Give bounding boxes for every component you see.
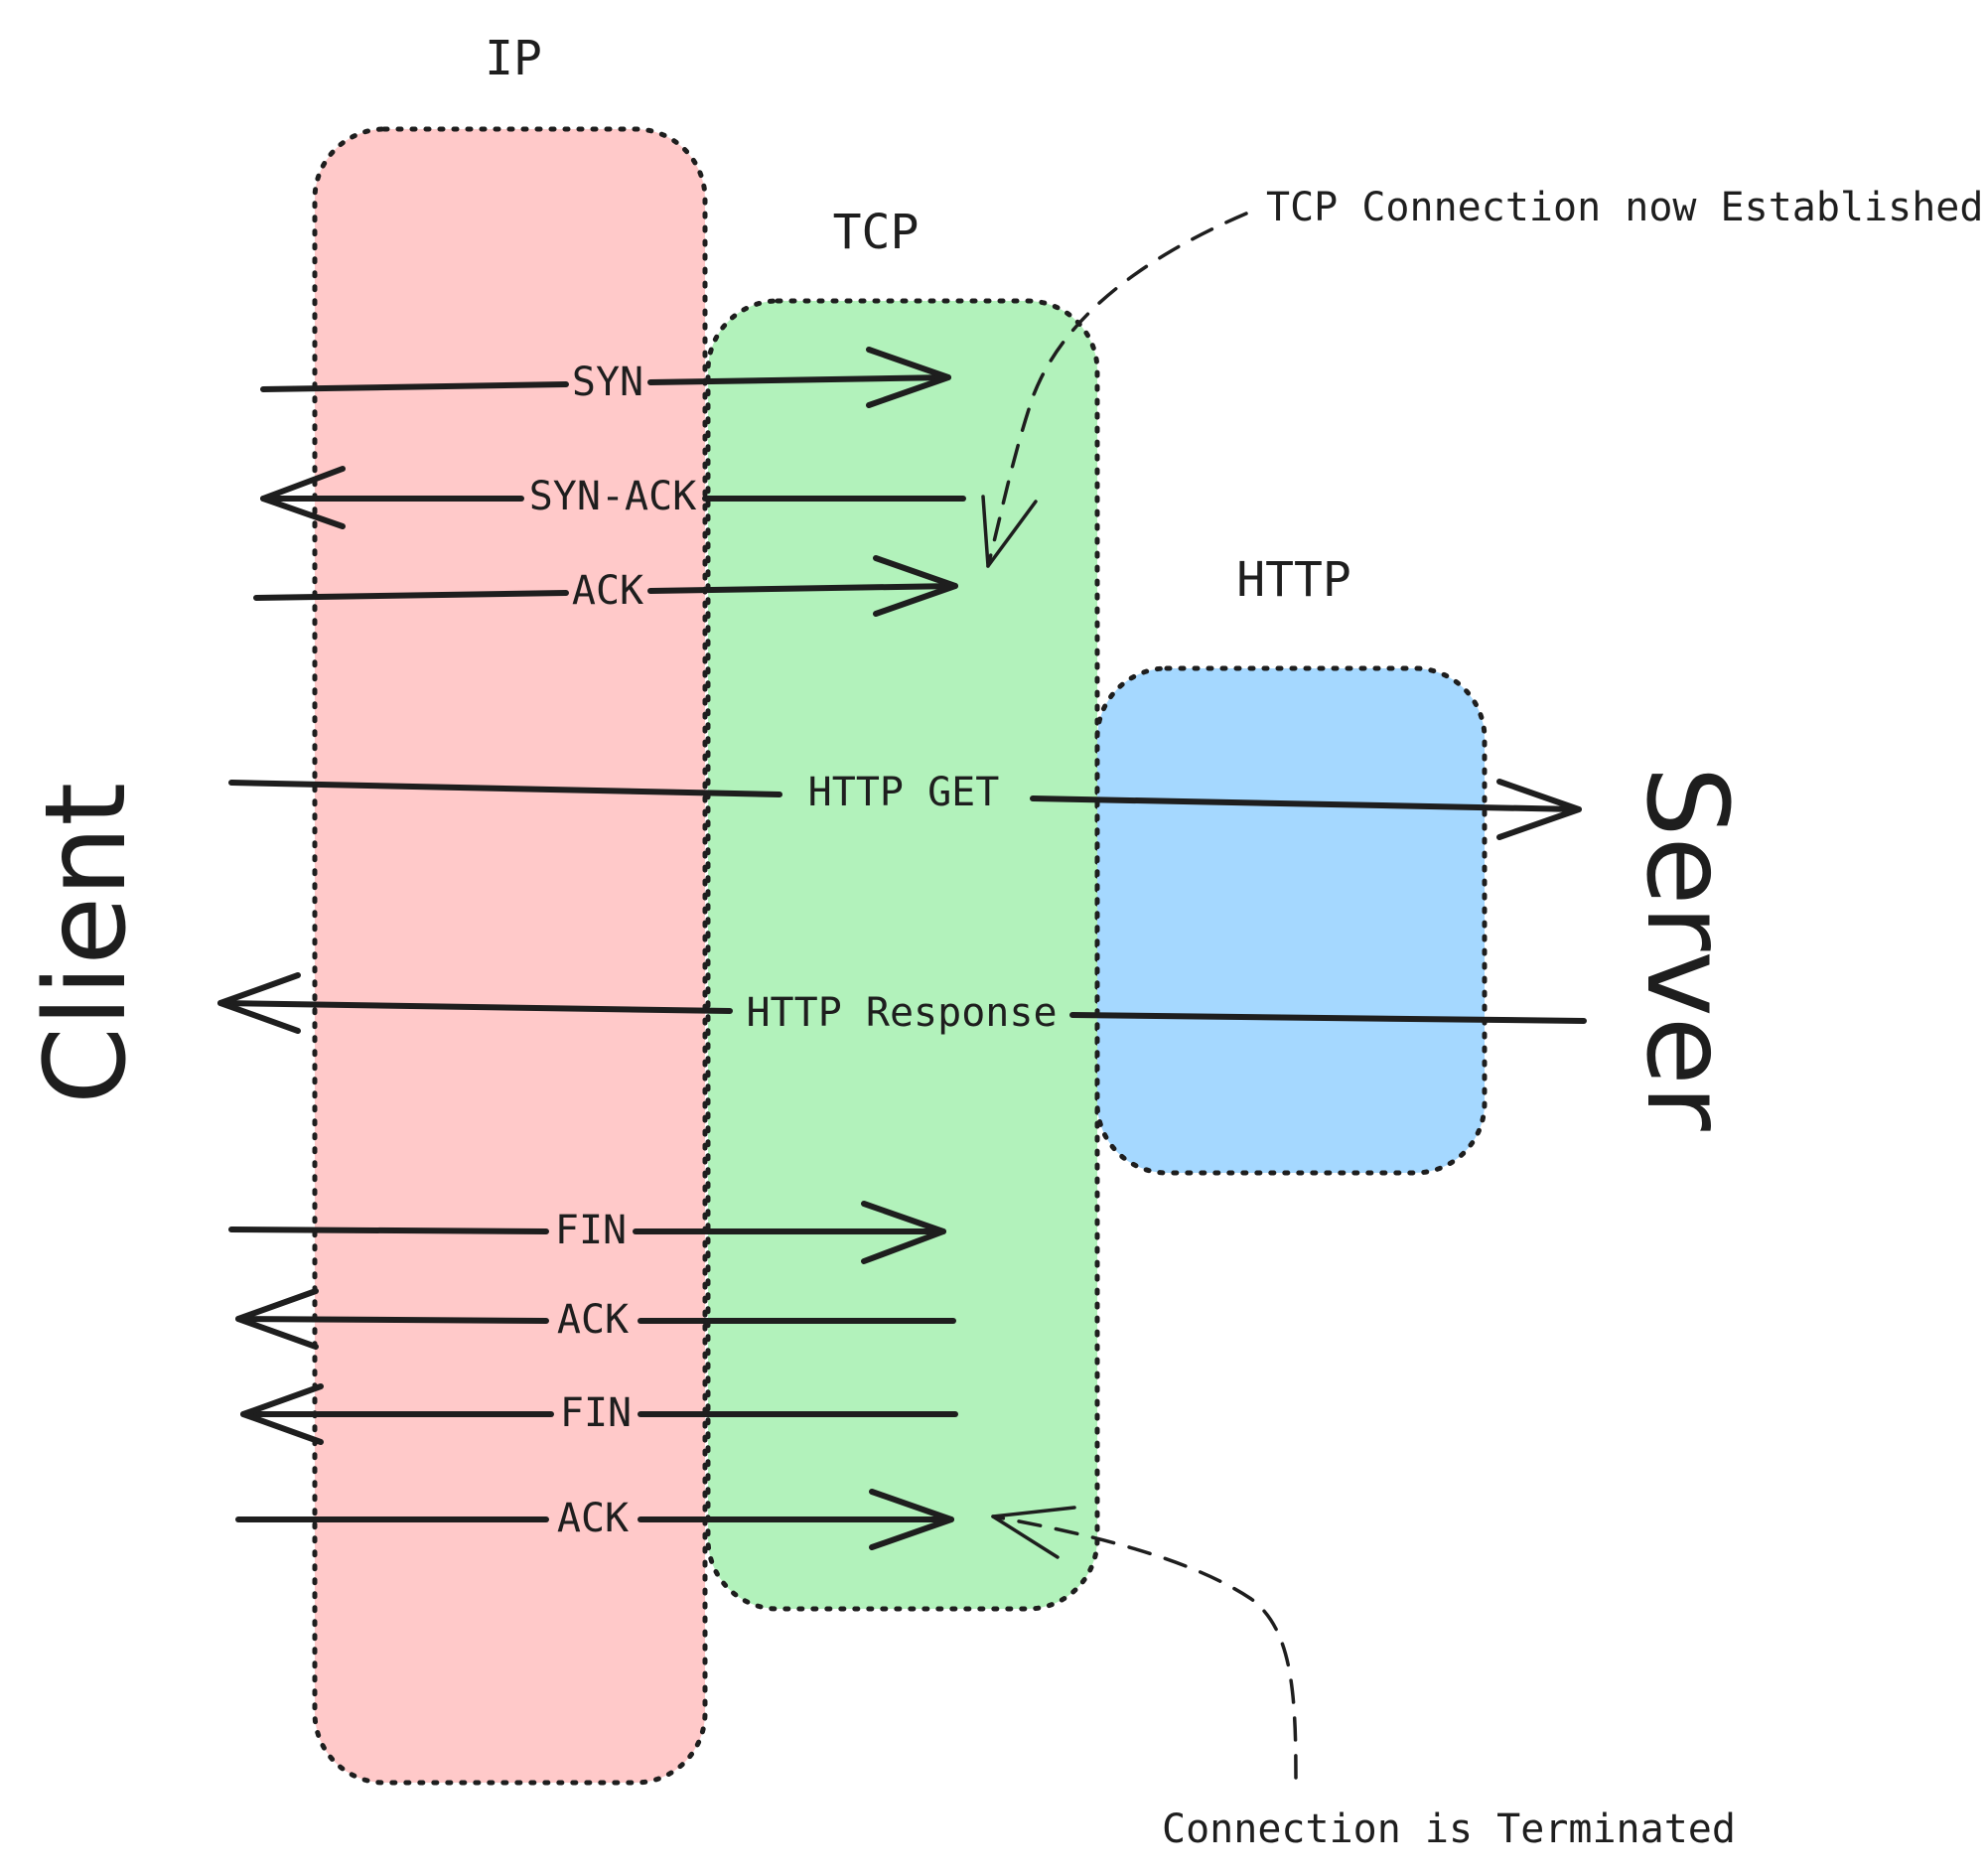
arrowhead-left-icon bbox=[991, 1506, 1076, 1559]
ip-layer-title: IP bbox=[485, 31, 542, 86]
arrowhead-left-icon bbox=[235, 1288, 319, 1350]
http-layer-title: HTTP bbox=[1236, 552, 1351, 608]
message-label: FIN bbox=[555, 1208, 627, 1253]
message-syn: SYN bbox=[260, 347, 951, 408]
arrowhead-right-icon bbox=[873, 555, 958, 617]
message-ack-2: ACK bbox=[235, 1288, 956, 1350]
annotation-terminated: Connection is Terminated bbox=[991, 1506, 1736, 1852]
arrowhead-right-icon bbox=[861, 1201, 946, 1264]
message-syn-ack: SYN-ACK bbox=[260, 466, 966, 529]
arrowhead-right-icon bbox=[866, 347, 951, 408]
message-label: HTTP GET bbox=[808, 770, 1000, 815]
arrowhead-right-icon bbox=[1496, 779, 1582, 840]
annotation-established: TCP Connection now Established bbox=[981, 185, 1983, 568]
message-label: ACK bbox=[572, 568, 643, 614]
server-label: Server bbox=[1622, 766, 1751, 1131]
message-label: SYN bbox=[572, 360, 643, 405]
http-layer-box bbox=[1094, 665, 1488, 1176]
arrowhead-down-icon bbox=[981, 495, 1038, 568]
message-label: ACK bbox=[557, 1496, 629, 1541]
message-label: SYN-ACK bbox=[529, 474, 697, 519]
annotation-terminated-text: Connection is Terminated bbox=[1162, 1806, 1736, 1852]
message-http-get: HTTP GET bbox=[228, 770, 1582, 840]
client-label: Client bbox=[22, 783, 151, 1104]
arrowhead-right-icon bbox=[869, 1489, 954, 1550]
arrowhead-left-icon bbox=[260, 466, 346, 529]
arrowhead-left-icon bbox=[217, 972, 301, 1034]
message-fin-2: FIN bbox=[240, 1383, 958, 1445]
message-label: ACK bbox=[557, 1297, 629, 1343]
message-label: HTTP Response bbox=[746, 990, 1057, 1036]
message-ack-1: ACK bbox=[253, 555, 958, 617]
ip-layer-box bbox=[312, 126, 708, 1786]
message-http-response: HTTP Response bbox=[217, 972, 1587, 1036]
message-ack-3: ACK bbox=[235, 1489, 954, 1550]
tcp-layer-title: TCP bbox=[833, 205, 920, 260]
message-label: FIN bbox=[560, 1390, 632, 1436]
message-fin-1: FIN bbox=[228, 1201, 946, 1264]
arrowhead-left-icon bbox=[240, 1383, 324, 1445]
annotation-established-text: TCP Connection now Established bbox=[1266, 185, 1983, 230]
